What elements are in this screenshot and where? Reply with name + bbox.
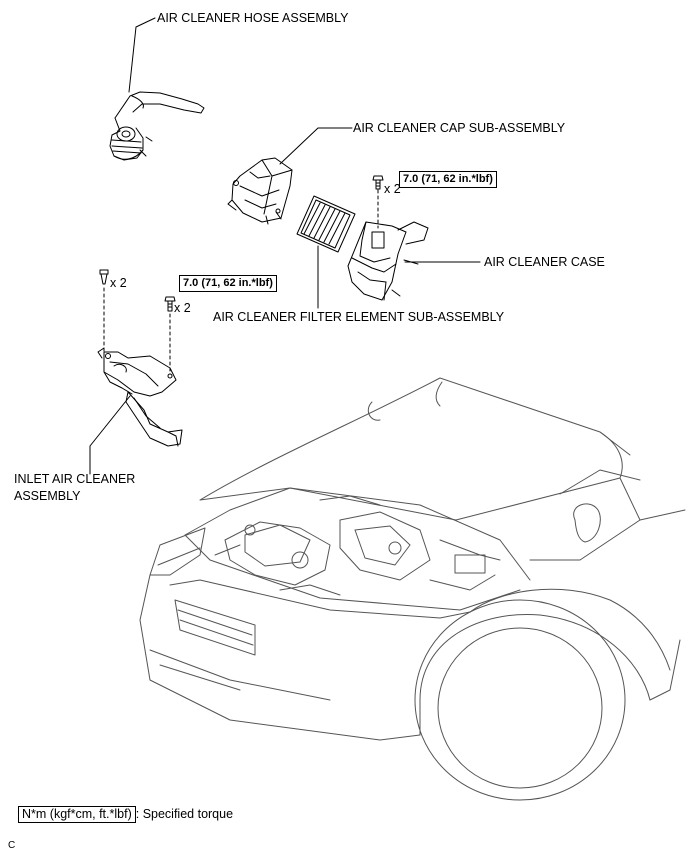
inlet-air-cleaner-assembly-part bbox=[97, 347, 183, 447]
torque-unit-box: N*m (kgf*cm, ft.*lbf) bbox=[18, 806, 136, 823]
inlet-leader-line bbox=[89, 395, 131, 475]
quantity-inlet-bolts: x 2 bbox=[174, 301, 191, 315]
air-cleaner-cap-part bbox=[227, 157, 293, 225]
label-air-cleaner-hose-assembly: AIR CLEANER HOSE ASSEMBLY bbox=[157, 11, 349, 25]
label-inlet-air-cleaner-line2: ASSEMBLY bbox=[14, 489, 81, 503]
torque-spec-inlet-bolts: 7.0 (71, 62 in.*lbf) bbox=[179, 275, 277, 292]
label-air-cleaner-cap-sub-assembly: AIR CLEANER CAP SUB-ASSEMBLY bbox=[353, 121, 566, 135]
label-inlet-air-cleaner-line1: INLET AIR CLEANER bbox=[14, 472, 136, 486]
case-bolt-icon bbox=[372, 175, 384, 190]
inlet-bolt-icon bbox=[164, 296, 176, 312]
torque-legend: N*m (kgf*cm, ft.*lbf): Specified torque bbox=[18, 806, 233, 823]
air-cleaner-filter-element-part bbox=[296, 195, 356, 253]
air-cleaner-case-part bbox=[347, 221, 429, 301]
quantity-inlet-clips: x 2 bbox=[110, 276, 127, 290]
quantity-case-bolts: x 2 bbox=[384, 182, 401, 196]
torque-legend-text: : Specified torque bbox=[135, 807, 234, 821]
label-air-cleaner-filter-element: AIR CLEANER FILTER ELEMENT SUB-ASSEMBLY bbox=[213, 310, 505, 324]
vehicle-front-view bbox=[139, 377, 686, 801]
air-cleaner-hose-assembly-part bbox=[109, 91, 205, 161]
torque-spec-case-bolts: 7.0 (71, 62 in.*lbf) bbox=[399, 171, 497, 188]
hose-leader-line bbox=[128, 17, 156, 93]
inlet-clip-icon bbox=[99, 269, 109, 285]
corner-code: C bbox=[8, 840, 16, 851]
cap-leader-line bbox=[279, 127, 353, 165]
label-air-cleaner-case: AIR CLEANER CASE bbox=[484, 255, 605, 269]
